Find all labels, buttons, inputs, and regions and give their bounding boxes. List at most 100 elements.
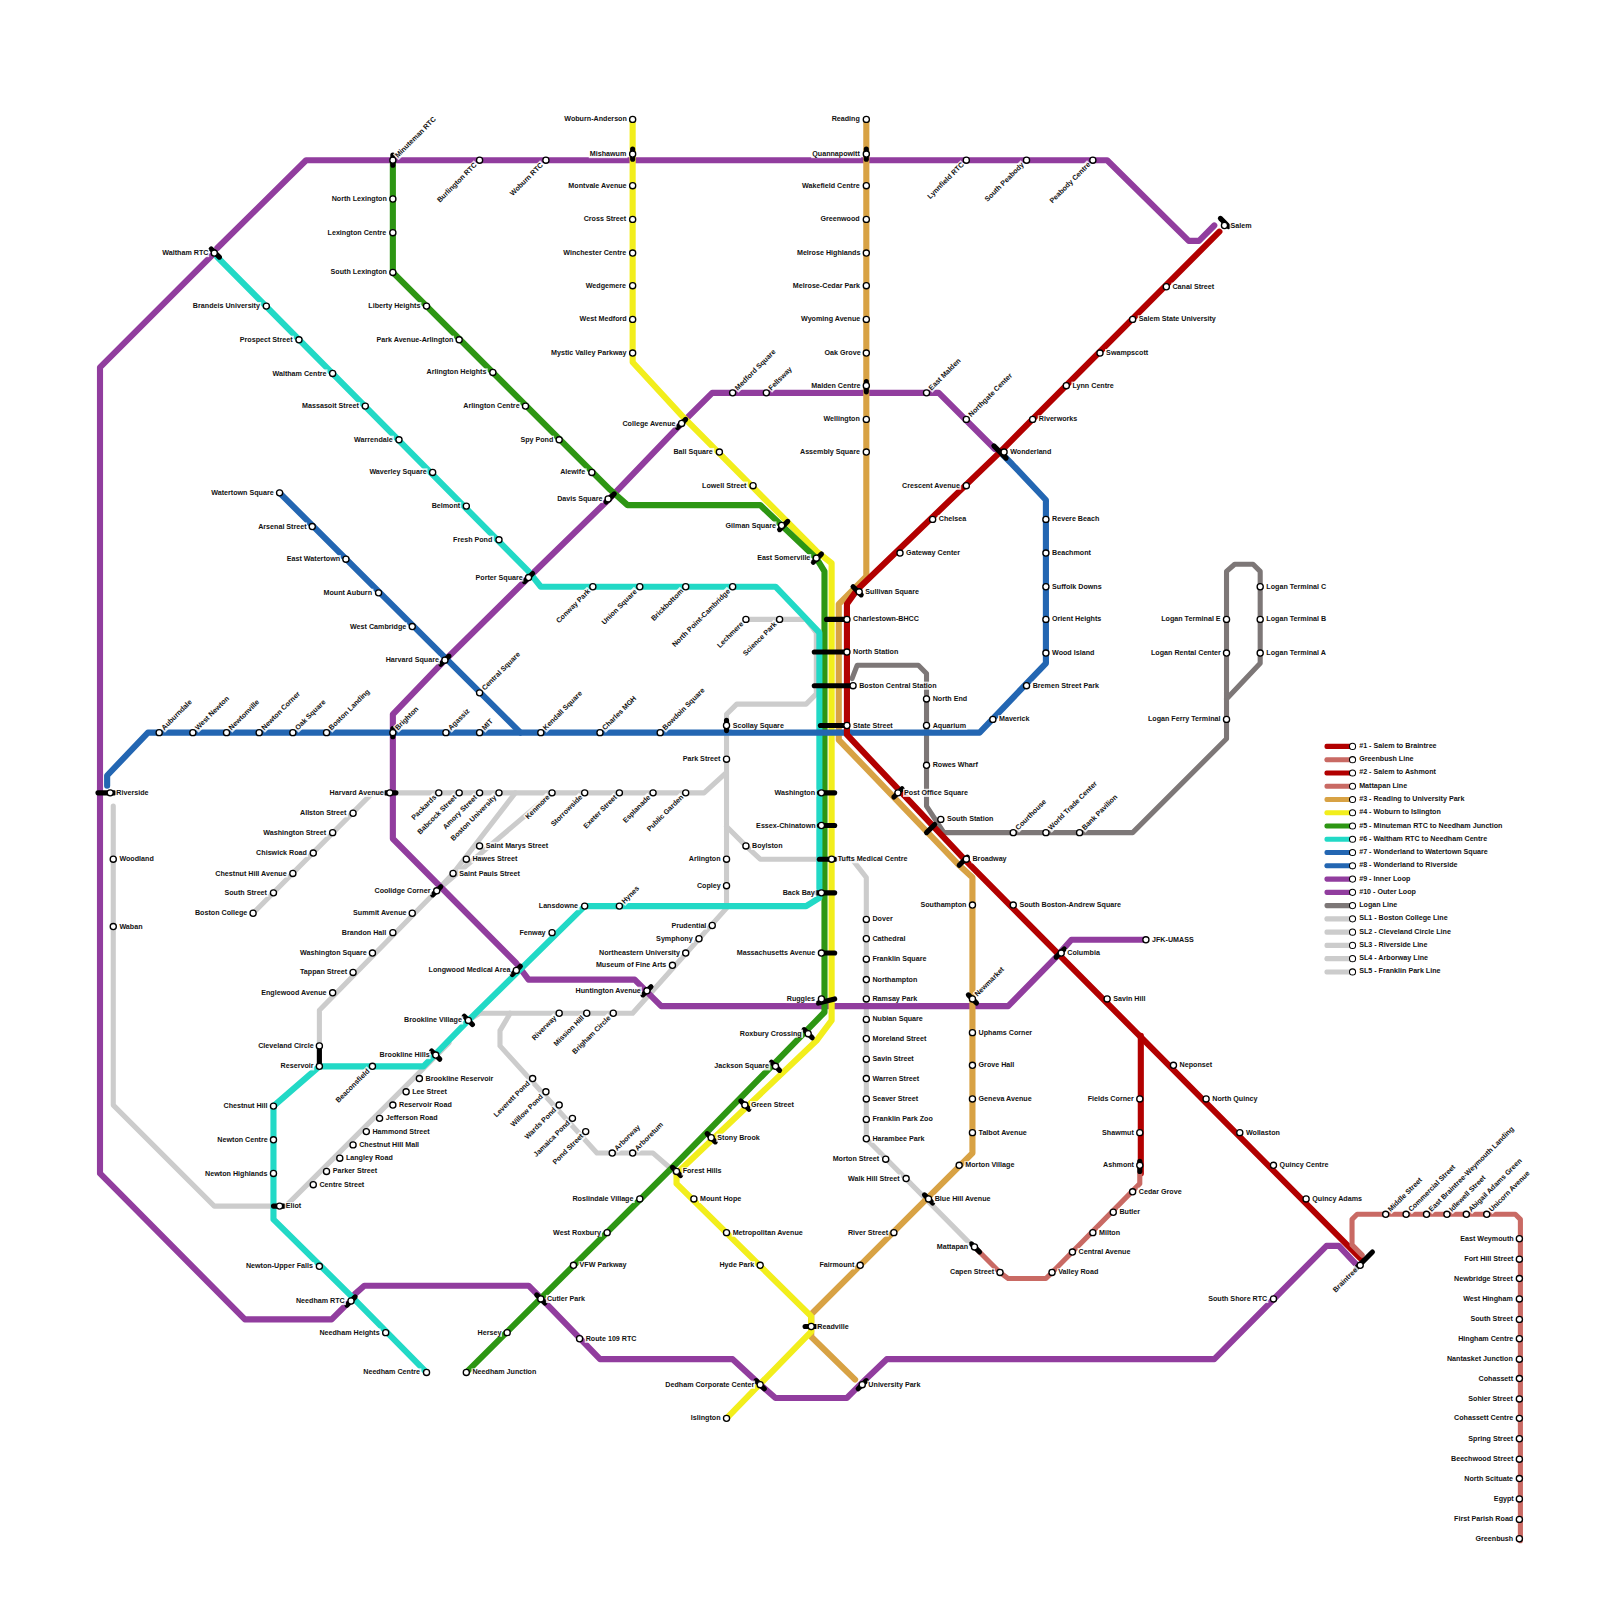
station-label: Jackson Square [713,1062,770,1070]
station-dot [110,923,116,929]
station-dot [863,449,869,455]
station-label: Oak Grove [823,349,861,357]
station-dot [556,1102,562,1108]
interchange-mark [537,1295,545,1303]
station-dot [691,1196,697,1202]
station-dot [526,574,532,580]
interchange-mark [630,149,635,159]
station-dot [496,537,502,543]
station-label: Fairmount [818,1261,855,1269]
station-label: Symphony [655,935,694,943]
mattapan-route [978,1173,1140,1278]
station-label: Broadway [971,855,1007,863]
station-label: Arlington Heights [426,368,488,376]
station-label: Saint Pauls Street [458,869,521,877]
sl3-route [113,806,449,1206]
station-label: Fields Corner [1087,1095,1135,1103]
interchange-mark [1056,949,1064,957]
interchange-mark [924,1195,932,1203]
station-dot [290,730,296,736]
station-dot [630,250,636,256]
station-label: First Parish Road [1453,1515,1514,1523]
station-label: North Lexington [331,195,388,203]
interchange-mark [864,382,869,392]
station-label: Valley Road [1057,1268,1099,1276]
station-dot [963,416,969,422]
station-dot [1516,1496,1522,1502]
station-dot [779,522,785,528]
station-dot [708,1135,714,1141]
legend-dot [1349,915,1356,922]
legend-dot [1349,968,1356,975]
station-label: Morton Street [832,1155,880,1163]
legend-text: #6 - Waltham RTC to Needham Centre [1359,835,1487,843]
station-label: Revere Beach [1051,515,1100,523]
station-dot [463,1369,469,1375]
station-label: Woodland [118,855,154,863]
station-dot [844,722,850,728]
legend-dot [1349,955,1356,962]
station-dot [1104,996,1110,1002]
station-label: Eliot [285,1202,303,1210]
station-dot [863,956,869,962]
station-dot [390,196,396,202]
station-dot [644,988,650,994]
station-label: Saint Marys Street [485,842,549,850]
legend-text: #2 - Salem to Ashmont [1359,768,1436,776]
station-label: Salem State University [1138,315,1217,323]
station-label: Cathedral [871,935,906,943]
station-label: Fellsway [766,365,794,393]
station-label: Wyoming Avenue [800,315,861,323]
station-dot [463,856,469,862]
station-dot [590,584,596,590]
station-dot [1403,1211,1409,1217]
station-label: Northeastern University [598,949,681,957]
station-label: Stony Brook [716,1134,761,1142]
station-label: Chelsea [938,515,967,523]
station-dot [723,756,729,762]
station-label: Salem [1230,221,1253,229]
station-label: Malden Centre [810,382,861,390]
station-dot [818,822,824,828]
station-label: Braintree [1331,1265,1360,1294]
station-dot [409,623,415,629]
station-dot [1049,1269,1055,1275]
station-dot [630,183,636,189]
station-label: Cohassett [1478,1374,1515,1382]
station-dot [863,383,869,389]
station-dot [630,350,636,356]
station-dot [1516,1475,1522,1481]
station-dot [969,1096,975,1102]
station-dot [969,996,975,1002]
station-label: Newmarket [972,965,1006,999]
station-label: Lynn Centre [1071,382,1114,390]
legend-dot [1349,875,1356,882]
station-label: Massasoit Street [301,402,360,410]
legend-text: SL2 - Cleveland Circle Line [1359,928,1451,936]
legend-dot [1349,742,1356,749]
station-label: Allston Street [299,809,347,817]
station-label: Savin Hill [1112,995,1146,1003]
station-label: Washington Square [299,949,368,957]
station-label: Ball Square [672,448,713,456]
station-label: Arlington [688,855,722,863]
station-dot [1170,1062,1176,1068]
station-label: Watertown Square [210,489,274,497]
station-label: Chestnut Hill [222,1102,268,1110]
station-dot [316,1263,322,1269]
station-dot [723,1230,729,1236]
station-label: Cleveland Circle [257,1042,315,1050]
station-dot [387,790,393,796]
interchange-mark [390,729,395,737]
route-4 [633,119,832,1418]
legend-text: SL5 - Franklin Park Line [1359,967,1440,975]
station-label: Centre Street [318,1181,365,1189]
legend-text: #5 - Minuteman RTC to Needham Junction [1359,821,1502,829]
station-label: Parker Street [332,1167,379,1175]
interchange-mark [824,951,834,956]
station-dot [369,950,375,956]
station-label: Quincy Adams [1311,1195,1363,1203]
station-dot [1010,902,1016,908]
station-dot [1063,383,1069,389]
station-dot [730,584,736,590]
